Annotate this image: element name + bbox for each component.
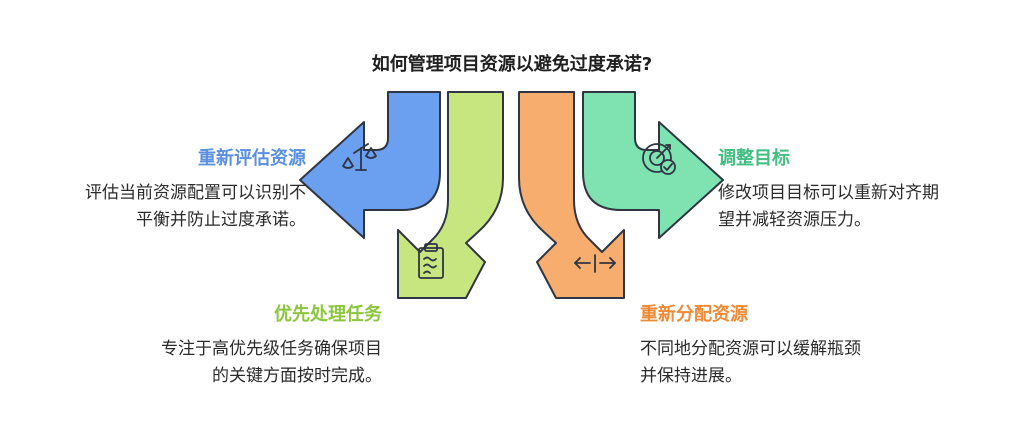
desc-prioritize-tasks: 专注于高优先级任务确保项目 的关键方面按时完成。 [90,336,382,390]
target-check-icon [642,143,676,175]
desc-line: 望并减轻资源压力。 [718,210,871,230]
heading-prioritize-tasks: 优先处理任务 [274,304,382,325]
desc-line: 平衡并防止过度承诺。 [136,210,306,230]
green-arrow [397,91,504,299]
desc-line: 专注于高优先级任务确保项目 [161,339,382,359]
heading-reallocate-resources: 重新分配资源 [640,304,748,325]
heading-reassess-resources: 重新评估资源 [198,148,306,169]
orange-arrow [518,91,625,299]
blue-arrow [299,91,441,239]
page-title: 如何管理项目资源以避免过度承诺? [371,54,653,75]
desc-line: 的关键方面按时完成。 [212,366,382,386]
desc-adjust-goals: 修改项目目标可以重新对齐期 望并减轻资源压力。 [718,180,1018,234]
desc-line: 评估当前资源配置可以识别不 [85,183,306,203]
teal-arrow [582,91,724,239]
desc-line: 并保持进展。 [640,366,742,386]
clipboard-icon [418,243,444,279]
heading-adjust-goals: 调整目标 [718,148,790,169]
redistribute-arrows-icon [574,254,616,273]
desc-line: 不同地分配资源可以缓解瓶颈 [640,339,861,359]
balance-scale-icon [342,143,377,171]
desc-line: 修改项目目标可以重新对齐期 [718,183,939,203]
desc-reassess-resources: 评估当前资源配置可以识别不 平衡并防止过度承诺。 [20,180,306,234]
desc-reallocate-resources: 不同地分配资源可以缓解瓶颈 并保持进展。 [640,336,940,390]
